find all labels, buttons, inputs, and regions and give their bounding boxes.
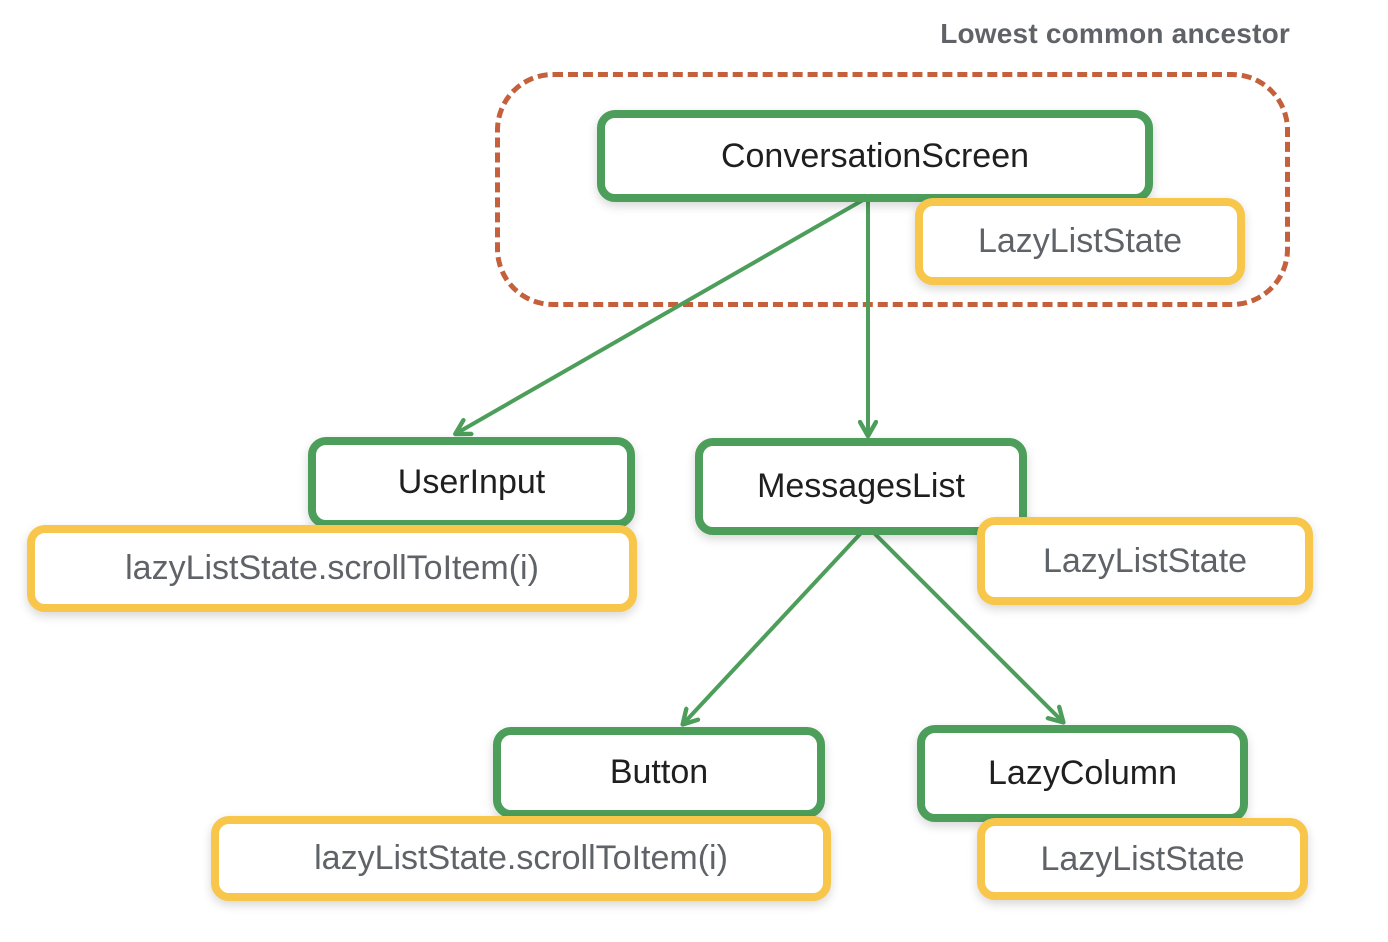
- state-box-lazycolumn-lazyliststate-label: LazyListState: [1040, 839, 1245, 878]
- state-box-button-scrolltoitem: lazyListState.scrollToItem(i): [211, 816, 831, 901]
- lowest-common-ancestor-label: Lowest common ancestor: [940, 18, 1290, 49]
- state-box-userinput-scrolltoitem-label: lazyListState.scrollToItem(i): [125, 549, 539, 587]
- node-button: Button: [493, 727, 825, 818]
- node-lazy-column: LazyColumn: [917, 725, 1248, 822]
- state-box-userinput-scrolltoitem: lazyListState.scrollToItem(i): [27, 525, 637, 612]
- state-box-conversation-lazyliststate: LazyListState: [915, 198, 1245, 285]
- node-user-input: UserInput: [308, 437, 635, 528]
- node-messages-list: MessagesList: [695, 438, 1027, 535]
- state-box-conversation-lazyliststate-label: LazyListState: [977, 222, 1183, 260]
- state-box-messageslist-lazyliststate: LazyListState: [977, 517, 1313, 605]
- node-button-label: Button: [609, 753, 709, 791]
- node-user-input-label: UserInput: [397, 463, 546, 501]
- state-box-lazycolumn-lazyliststate: LazyListState: [977, 818, 1308, 900]
- node-conversation-screen-label: ConversationScreen: [720, 136, 1030, 175]
- lowest-common-ancestor-region: [495, 72, 1290, 307]
- node-messages-list-label: MessagesList: [757, 467, 965, 505]
- node-lazy-column-label: LazyColumn: [988, 754, 1177, 792]
- state-box-messageslist-lazyliststate-label: LazyListState: [1042, 541, 1248, 580]
- node-conversation-screen: ConversationScreen: [597, 110, 1153, 202]
- edge-messageslist-to-button: [684, 531, 863, 723]
- state-box-button-scrolltoitem-label: lazyListState.scrollToItem(i): [314, 839, 728, 877]
